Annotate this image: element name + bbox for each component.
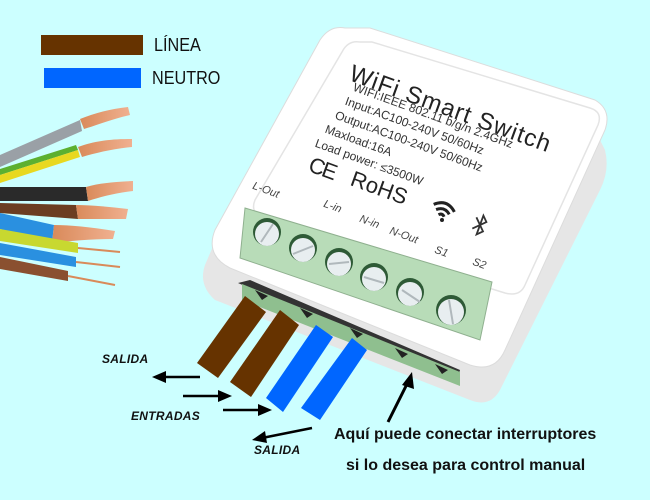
wire-l-in (230, 310, 299, 397)
wire-n-out (301, 338, 367, 420)
label-entradas: ENTRADAS (131, 409, 201, 423)
note-manual-switch-line1: Aquí puede conectar interruptores (334, 426, 597, 443)
wire-n-in (266, 325, 333, 412)
label-salida-output-line: SALIDA (102, 352, 149, 366)
legend-label-neutro: NEUTRO (152, 68, 221, 88)
wifi-icon (433, 201, 456, 222)
legend-swatch-neutro (44, 68, 141, 88)
wire-l-out (197, 296, 266, 378)
cable-bundle-illustration (0, 107, 133, 286)
bluetooth-icon (471, 213, 488, 237)
legend-swatch-linea (41, 35, 143, 55)
label-salida-output-neutral: SALIDA (254, 443, 301, 457)
terminal-screws (253, 218, 466, 325)
legend-label-linea: LÍNEA (154, 35, 201, 55)
note-manual-switch-line2: si lo desea para control manual (346, 457, 586, 474)
